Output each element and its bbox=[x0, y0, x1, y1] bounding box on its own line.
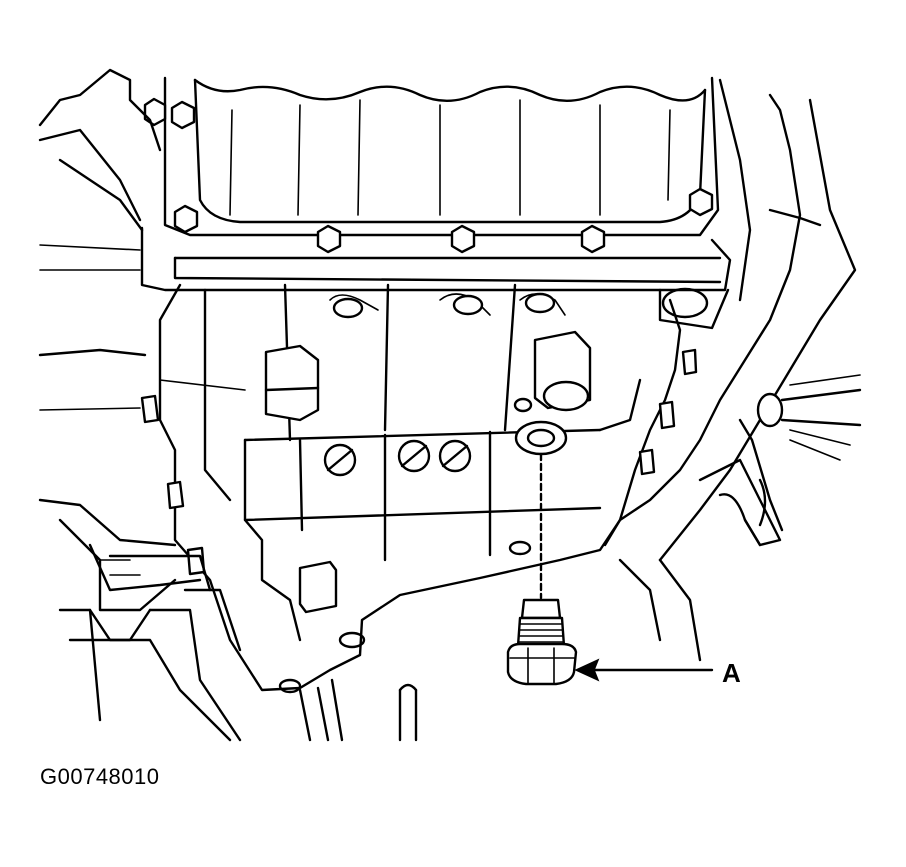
slotted-plugs bbox=[323, 439, 472, 477]
oil-pan-bolts bbox=[143, 97, 714, 254]
case-bosses bbox=[264, 292, 592, 456]
right-subframe bbox=[603, 78, 862, 662]
callout-arrow bbox=[574, 658, 714, 682]
drain-plug bbox=[506, 452, 578, 686]
mounting-flange bbox=[140, 226, 732, 330]
transaxle-case bbox=[158, 283, 682, 692]
lower-case-features bbox=[278, 540, 532, 742]
callout-label-a: A bbox=[722, 658, 741, 688]
left-subframe bbox=[38, 68, 242, 742]
side-bolts bbox=[140, 348, 698, 576]
oil-pan bbox=[163, 76, 720, 237]
figure-id: G00748010 bbox=[40, 764, 160, 789]
